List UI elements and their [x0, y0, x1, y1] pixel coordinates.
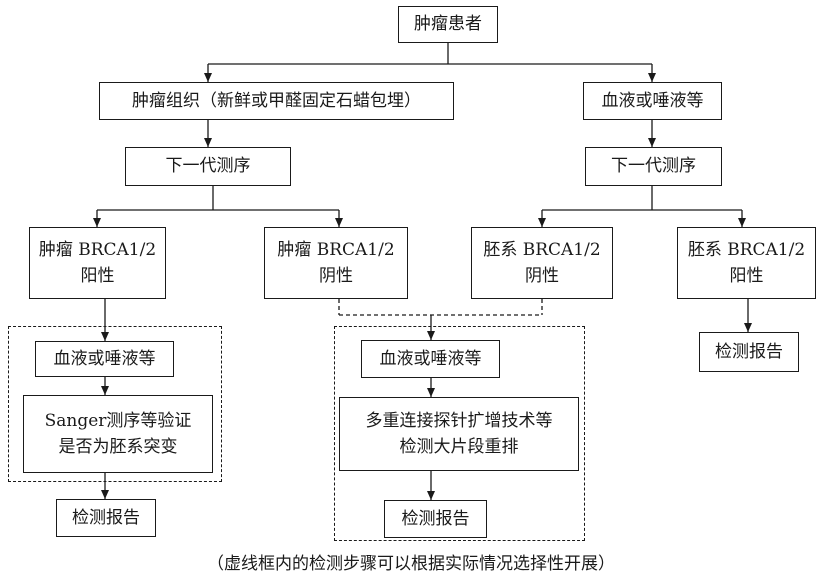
node-label: 是否为胚系突变 — [58, 437, 178, 457]
node-label: 肿瘤患者 — [414, 14, 482, 35]
node-right-report: 检测报告 — [699, 332, 799, 372]
node-tumor-brca-positive: 肿瘤 BRCA1/2 阳性 — [29, 227, 166, 299]
node-label: 下一代测序 — [611, 156, 696, 177]
node-label: 肿瘤 BRCA1/2 — [277, 239, 395, 260]
node-label: 血液或唾液等 — [379, 348, 482, 369]
node-mlpa-detection: 多重连接探针扩增技术等 检测大片段重排 — [339, 397, 579, 471]
node-tumor-tissue: 肿瘤组织（新鲜或甲醛固定石蜡包埋） — [99, 82, 454, 120]
node-label: 血液或唾液等 — [601, 90, 704, 111]
node-label: 阳性 — [729, 266, 764, 286]
node-label: 下一代测序 — [165, 156, 251, 177]
optional-steps-frame-left — [8, 326, 222, 482]
node-label: 肿瘤组织（新鲜或甲醛固定石蜡包埋） — [132, 90, 421, 111]
node-middle-blood-saliva: 血液或唾液等 — [361, 340, 500, 378]
optional-steps-frame-middle — [334, 326, 585, 541]
node-middle-report: 检测报告 — [384, 500, 487, 538]
node-label: 检测大片段重排 — [399, 437, 519, 457]
node-ngs-right: 下一代测序 — [585, 147, 722, 186]
node-label: Sanger测序等验证 — [44, 410, 192, 431]
node-ngs-left: 下一代测序 — [125, 147, 291, 186]
node-germline-brca-negative: 胚系 BRCA1/2 阴性 — [471, 227, 613, 299]
node-sanger-verification: Sanger测序等验证 是否为胚系突变 — [23, 395, 213, 473]
node-label: 阴性 — [319, 266, 353, 286]
node-label: 多重连接探针扩增技术等 — [365, 410, 553, 431]
footnote: （虚线框内的检测步骤可以根据实际情况选择性开展） — [207, 554, 615, 574]
node-patient: 肿瘤患者 — [398, 6, 498, 43]
node-label: 检测报告 — [72, 507, 140, 528]
node-label: 胚系 BRCA1/2 — [687, 239, 806, 260]
node-tumor-brca-negative: 肿瘤 BRCA1/2 阴性 — [264, 227, 408, 299]
node-blood-saliva: 血液或唾液等 — [583, 82, 722, 120]
node-left-report: 检测报告 — [56, 499, 156, 537]
node-label: 检测报告 — [715, 341, 783, 362]
node-left-blood-saliva: 血液或唾液等 — [35, 341, 174, 377]
node-label: 阴性 — [525, 266, 559, 286]
node-germline-brca-positive: 胚系 BRCA1/2 阳性 — [677, 227, 816, 299]
node-label: 胚系 BRCA1/2 — [483, 239, 601, 260]
node-label: 检测报告 — [401, 508, 470, 529]
node-label: 肿瘤 BRCA1/2 — [38, 239, 157, 260]
node-label: 阳性 — [80, 266, 115, 286]
node-label: 血液或唾液等 — [53, 348, 156, 369]
